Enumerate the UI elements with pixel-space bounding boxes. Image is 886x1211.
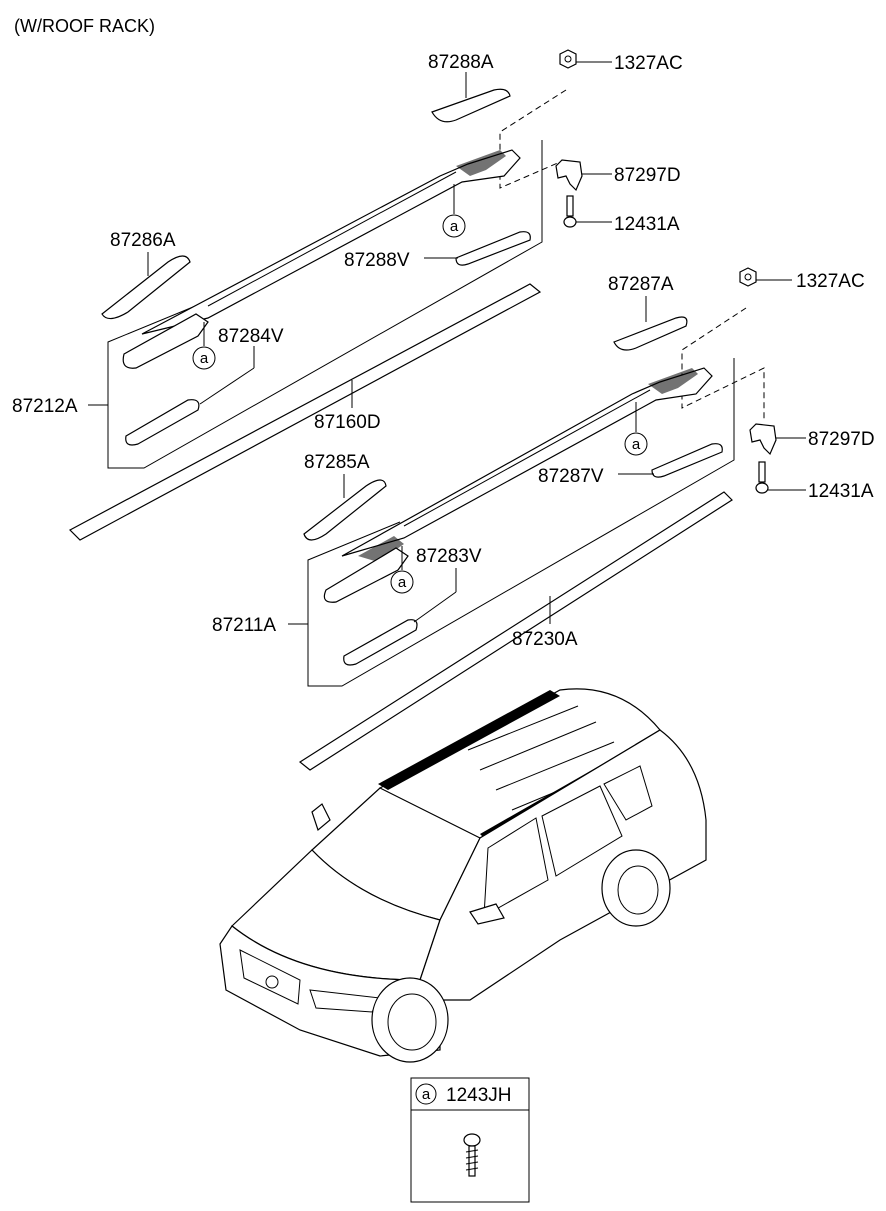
- legend-part-number: 1243JH: [446, 1085, 512, 1106]
- legend-box: a 1243JH: [410, 1077, 530, 1203]
- rail-87211A: [341, 367, 713, 557]
- vehicle-suv-illustration: [219, 688, 707, 1063]
- callout-a-lower-rear-text: a: [632, 436, 641, 453]
- label-87288A: 87288A: [428, 52, 494, 73]
- callout-a-lower-rear: [624, 432, 648, 456]
- bracket-87211A: [307, 358, 735, 687]
- part-87288V-cover: [455, 231, 531, 266]
- label-87288V: 87288V: [344, 250, 410, 271]
- label-87211A: 87211A: [212, 615, 276, 636]
- clip-87297D-bottom: [749, 423, 777, 456]
- rail-87211A-edge: [403, 389, 651, 527]
- screw-12431A-top: [563, 195, 577, 228]
- bracket-87212A: [107, 140, 543, 469]
- molding-87160D: [69, 283, 542, 541]
- rail-87211A-end-rear: [648, 368, 698, 394]
- rail-87212A-edge: [207, 171, 457, 307]
- clip-87297D-top: [555, 159, 583, 192]
- label-87286A: 87286A: [110, 230, 176, 251]
- callout-a-lower-front-text: a: [398, 574, 407, 591]
- label-87283V: 87283V: [416, 546, 482, 567]
- screw-12431A-bottom: [755, 461, 769, 494]
- part-87283V-cover: [343, 619, 418, 666]
- molding-87230A: [298, 491, 733, 771]
- label-1327AC-bottom: 1327AC: [796, 271, 865, 292]
- callout-a-lower-front: [390, 570, 414, 594]
- leader-87283V-b: [413, 591, 457, 623]
- part-87285A-cover: [303, 479, 387, 541]
- label-87212A: 87212A: [12, 396, 78, 417]
- legend-ref-circle: [415, 1083, 437, 1105]
- callout-a-upper-rear-text: a: [450, 218, 459, 235]
- nut-1327AC-bottom: [739, 267, 757, 287]
- label-87285A: 87285A: [304, 452, 370, 473]
- part-87288A-cover: [431, 88, 511, 123]
- rail-87211A-end-front: [358, 536, 404, 562]
- dash-line-bottom: [681, 307, 765, 422]
- label-87160D: 87160D: [314, 412, 381, 433]
- rail-87212A-end-rear: [456, 150, 506, 176]
- label-87287V: 87287V: [538, 466, 604, 487]
- label-87297D-bottom: 87297D: [808, 429, 875, 450]
- part-87284V-cover: [125, 399, 200, 446]
- leader-87284V-b: [199, 367, 255, 405]
- label-87230A: 87230A: [512, 629, 578, 650]
- rail-87212A: [141, 149, 521, 335]
- foot-front-lower: [323, 547, 409, 603]
- label-87287A: 87287A: [608, 274, 674, 295]
- part-87286A-cover: [101, 255, 191, 320]
- label-12431A-bottom: 12431A: [808, 481, 874, 502]
- label-87297D-top: 87297D: [614, 165, 681, 186]
- callout-a-upper-rear: [442, 214, 466, 238]
- diagram-title: (W/ROOF RACK): [14, 16, 155, 36]
- label-87284V: 87284V: [218, 326, 284, 347]
- foot-front-upper: [122, 313, 209, 369]
- legend-ref-text: a: [422, 1086, 431, 1103]
- part-87287V-cover: [651, 443, 723, 478]
- part-87287A-cover: [613, 316, 688, 351]
- label-12431A-top: 12431A: [614, 214, 680, 235]
- screw-1243JH-icon: [463, 1133, 481, 1177]
- callout-a-upper-front-text: a: [200, 350, 209, 367]
- nut-1327AC-top: [559, 49, 577, 69]
- label-1327AC-top: 1327AC: [614, 53, 683, 74]
- callout-a-upper-front: [192, 346, 216, 370]
- dash-line-top: [499, 89, 567, 189]
